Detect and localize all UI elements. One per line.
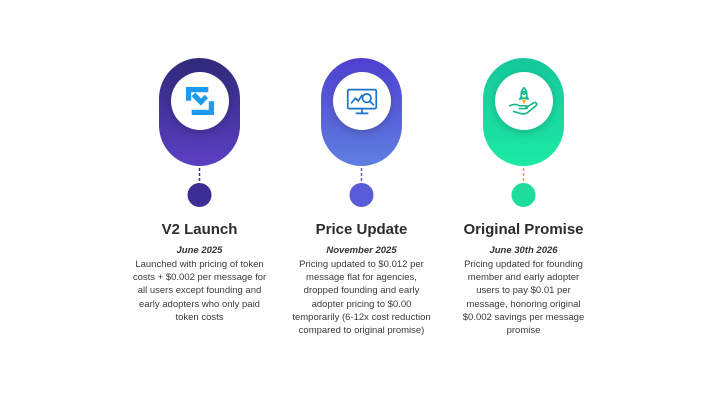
milestone-card-v2-launch: V2 Launch June 2025 Launched with pricin… [125,222,275,324]
milestone-title: Original Promise [463,221,584,238]
milestone-description: Pricing updated for founding member and … [462,259,585,337]
milestone-node-v2-launch [187,183,212,207]
milestone-title: V2 Launch [161,221,238,238]
milestone-icon-badge-price-update [332,72,391,130]
milestone-date: November 2025 [326,245,397,256]
milestone-date: June 30th 2026 [489,245,558,256]
milestone-title: Price Update [315,221,408,238]
milestone-icon-badge-v2-launch [170,72,229,130]
rocket-hand-icon [508,86,537,115]
milestone-icon-badge-original-promise [494,72,553,130]
milestone-description: Launched with pricing of token costs + $… [132,259,267,323]
milestone-node-original-promise [511,183,536,207]
milestone-card-original-promise: Original Promise June 30th 2026 Pricing … [449,222,599,337]
milestone-node-price-update [349,183,374,207]
milestone-date: June 2025 [176,245,223,256]
milestone-description: Pricing updated to $0.012 per message fl… [292,259,431,337]
analytics-monitor-icon [346,88,377,115]
logo-icon [185,86,214,116]
milestone-card-price-update: Price Update November 2025 Pricing updat… [287,222,437,337]
